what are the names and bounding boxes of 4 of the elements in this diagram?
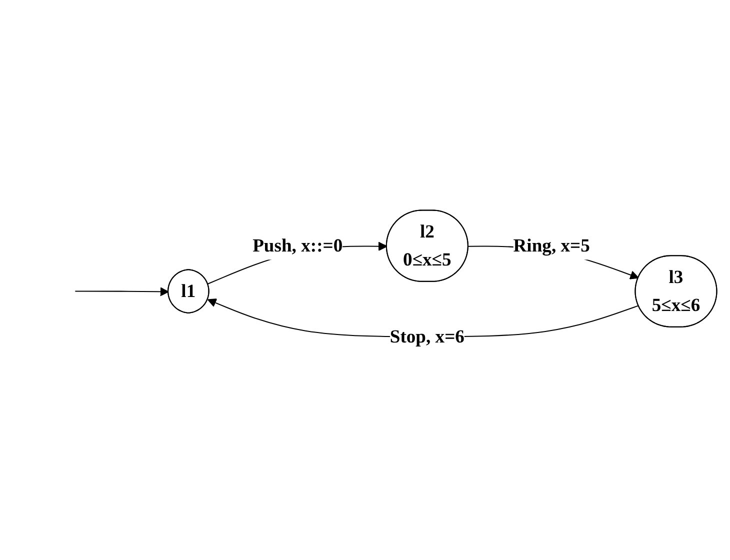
edge-label: Push, x::=0	[252, 234, 343, 256]
edge-label: Ring, x=5	[513, 234, 590, 256]
edge-label: Stop, x=6	[390, 325, 464, 346]
arrow	[75, 286, 169, 296]
